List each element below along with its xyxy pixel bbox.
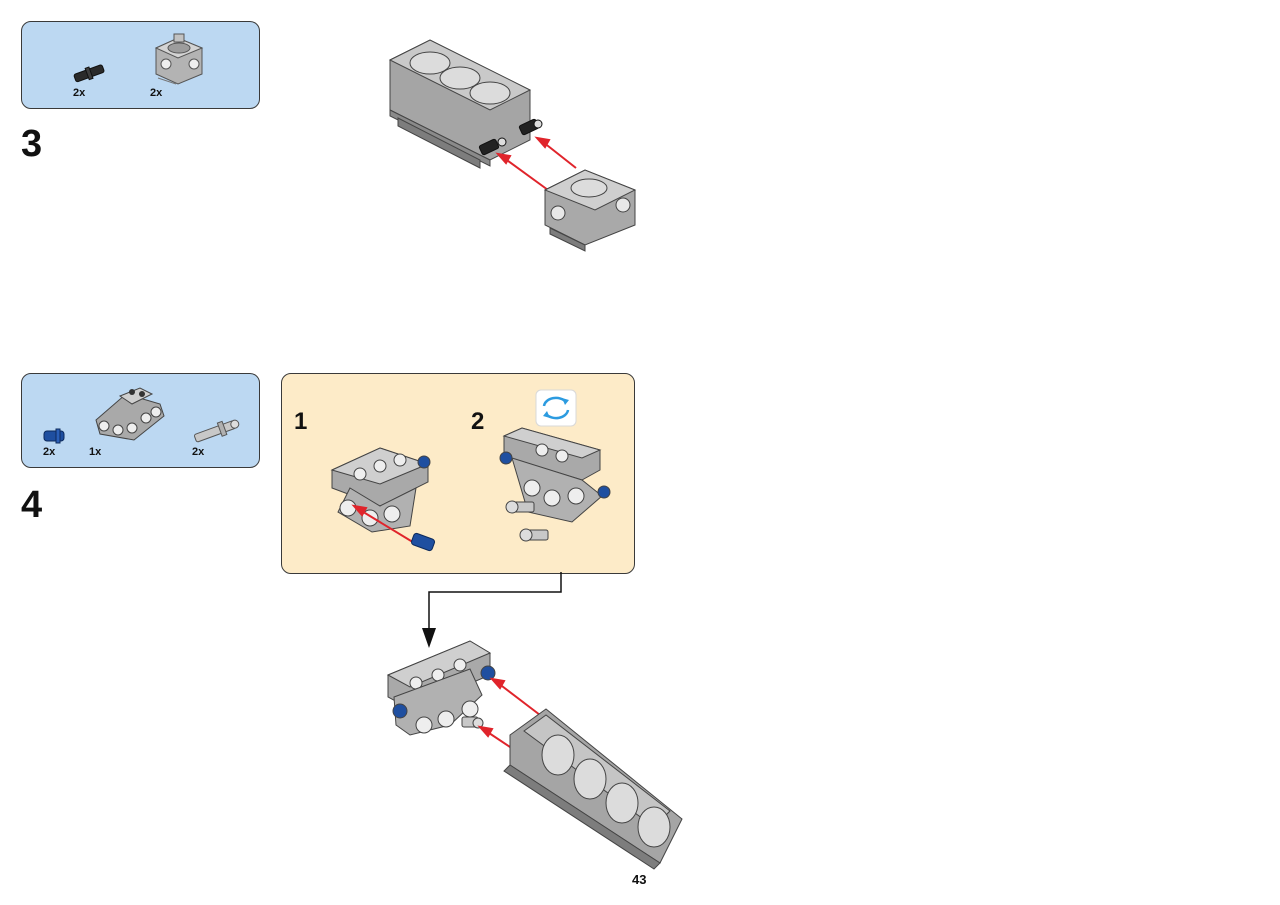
step3-part1-qty: 2x bbox=[73, 87, 86, 99]
substep1-illustration bbox=[330, 447, 436, 552]
insert-arrow bbox=[351, 504, 417, 545]
blue-axle-pin-icon bbox=[43, 428, 65, 444]
step3-part2-qty: 2x bbox=[150, 87, 163, 99]
step3-assembly-illustration bbox=[388, 39, 637, 252]
callout-connector-arrow bbox=[422, 572, 562, 648]
engine-cylinder-icon bbox=[154, 33, 204, 85]
red-insert-arrows bbox=[495, 136, 577, 191]
three-cylinder-block bbox=[388, 39, 532, 169]
black-connector-pin-icon bbox=[73, 64, 105, 83]
step4-part1-qty: 2x bbox=[43, 446, 56, 458]
substep2-number: 2 bbox=[471, 408, 485, 435]
step4-number: 4 bbox=[21, 484, 43, 526]
substep1-number: 1 bbox=[294, 408, 308, 435]
step3-parts-list: 2x 2x bbox=[21, 21, 260, 109]
step4-assembly-illustration bbox=[386, 640, 683, 870]
substep-callout-box: 1 2 bbox=[281, 373, 635, 574]
step4-part3-qty: 2x bbox=[192, 446, 205, 458]
black-pins bbox=[478, 118, 543, 156]
step3-number: 3 bbox=[21, 123, 43, 165]
step4-part2-qty: 1x bbox=[89, 446, 102, 458]
substep2-illustration bbox=[499, 427, 611, 542]
rotate-model-icon bbox=[535, 389, 577, 427]
page-number: 43 bbox=[632, 872, 647, 887]
insert-arrows bbox=[477, 677, 541, 748]
single-cylinder bbox=[543, 169, 637, 252]
engine-crankcase-frame-icon bbox=[95, 387, 165, 441]
light-grey-axle-pin-icon bbox=[194, 419, 240, 443]
step4-parts-list: 2x 1x 2x bbox=[21, 373, 260, 468]
